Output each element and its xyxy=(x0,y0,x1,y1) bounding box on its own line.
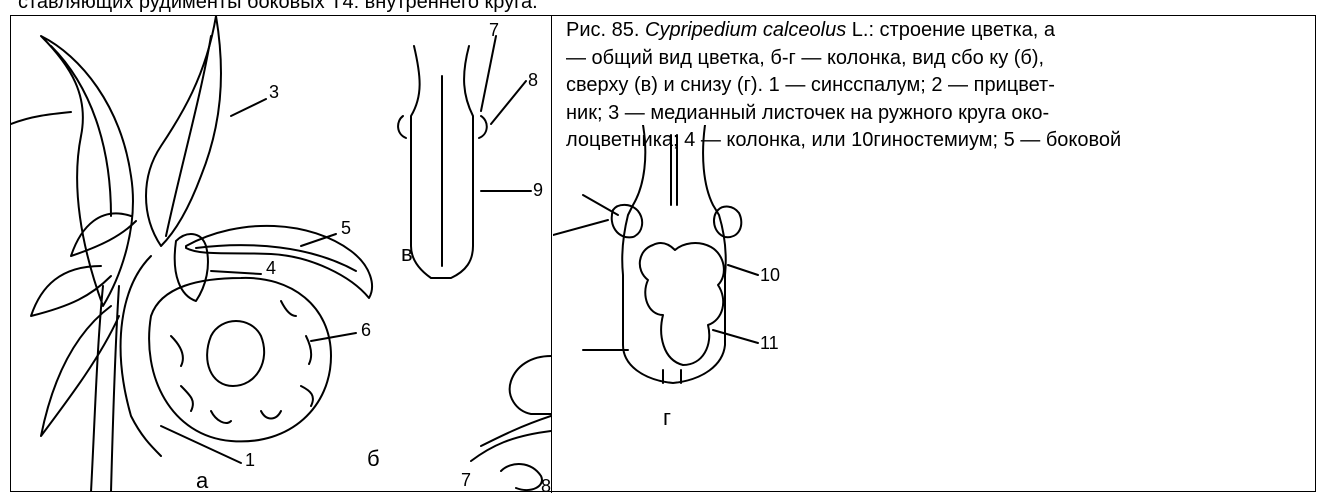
label-5: 5 xyxy=(341,218,351,238)
label-7b: 7 xyxy=(461,470,471,490)
label-9: 9 xyxy=(533,180,543,200)
label-8b: 8 xyxy=(541,476,551,492)
panel-a-label: а xyxy=(196,468,209,492)
left-leaf xyxy=(41,36,133,306)
label-11: 11 xyxy=(760,333,779,353)
column-bottom-view: 10 11 г xyxy=(553,125,803,492)
label-6: 6 xyxy=(361,320,371,340)
caption-line-3: сверху (в) и снизу (г). 1 — синсспалум; … xyxy=(566,72,1318,100)
caption-line-2: — общий вид цветка, б-г — колонка, вид с… xyxy=(566,45,1318,73)
caption-line-1: Рис. 85. Cypripedium calceolus L.: строе… xyxy=(566,17,1318,45)
label-4: 4 xyxy=(266,258,276,278)
caption-line-4: ник; 3 — медианный листочек на ружного к… xyxy=(566,100,1318,128)
caption-line-1-rest: L.: строение цветка, а xyxy=(846,19,1055,41)
label-7: 7 xyxy=(489,20,499,40)
column-side-view xyxy=(510,356,551,414)
label-1: 1 xyxy=(245,450,255,470)
lower-left-leaf xyxy=(41,306,119,436)
panel-b-label: б xyxy=(367,446,380,471)
stem xyxy=(91,286,119,492)
flower-drawing: 3 4 5 6 1 7 8 9 7 8 а б в xyxy=(11,16,551,492)
label-10: 10 xyxy=(760,265,780,285)
cell-divider xyxy=(551,15,552,493)
panel-g-label: г xyxy=(663,405,671,430)
label-3: 3 xyxy=(269,82,279,102)
labellum xyxy=(149,278,331,442)
caption-figure-number: Рис. 85. xyxy=(566,19,639,41)
panel-v-label: в xyxy=(401,241,413,266)
preceding-text-line: ставляющих рудименты боковых Т4: внутрен… xyxy=(18,0,538,12)
synsepal xyxy=(121,256,161,456)
label-8: 8 xyxy=(528,70,538,90)
median-sepal xyxy=(146,16,221,246)
caption-species-name: Cypripedium calceolus xyxy=(645,19,846,41)
